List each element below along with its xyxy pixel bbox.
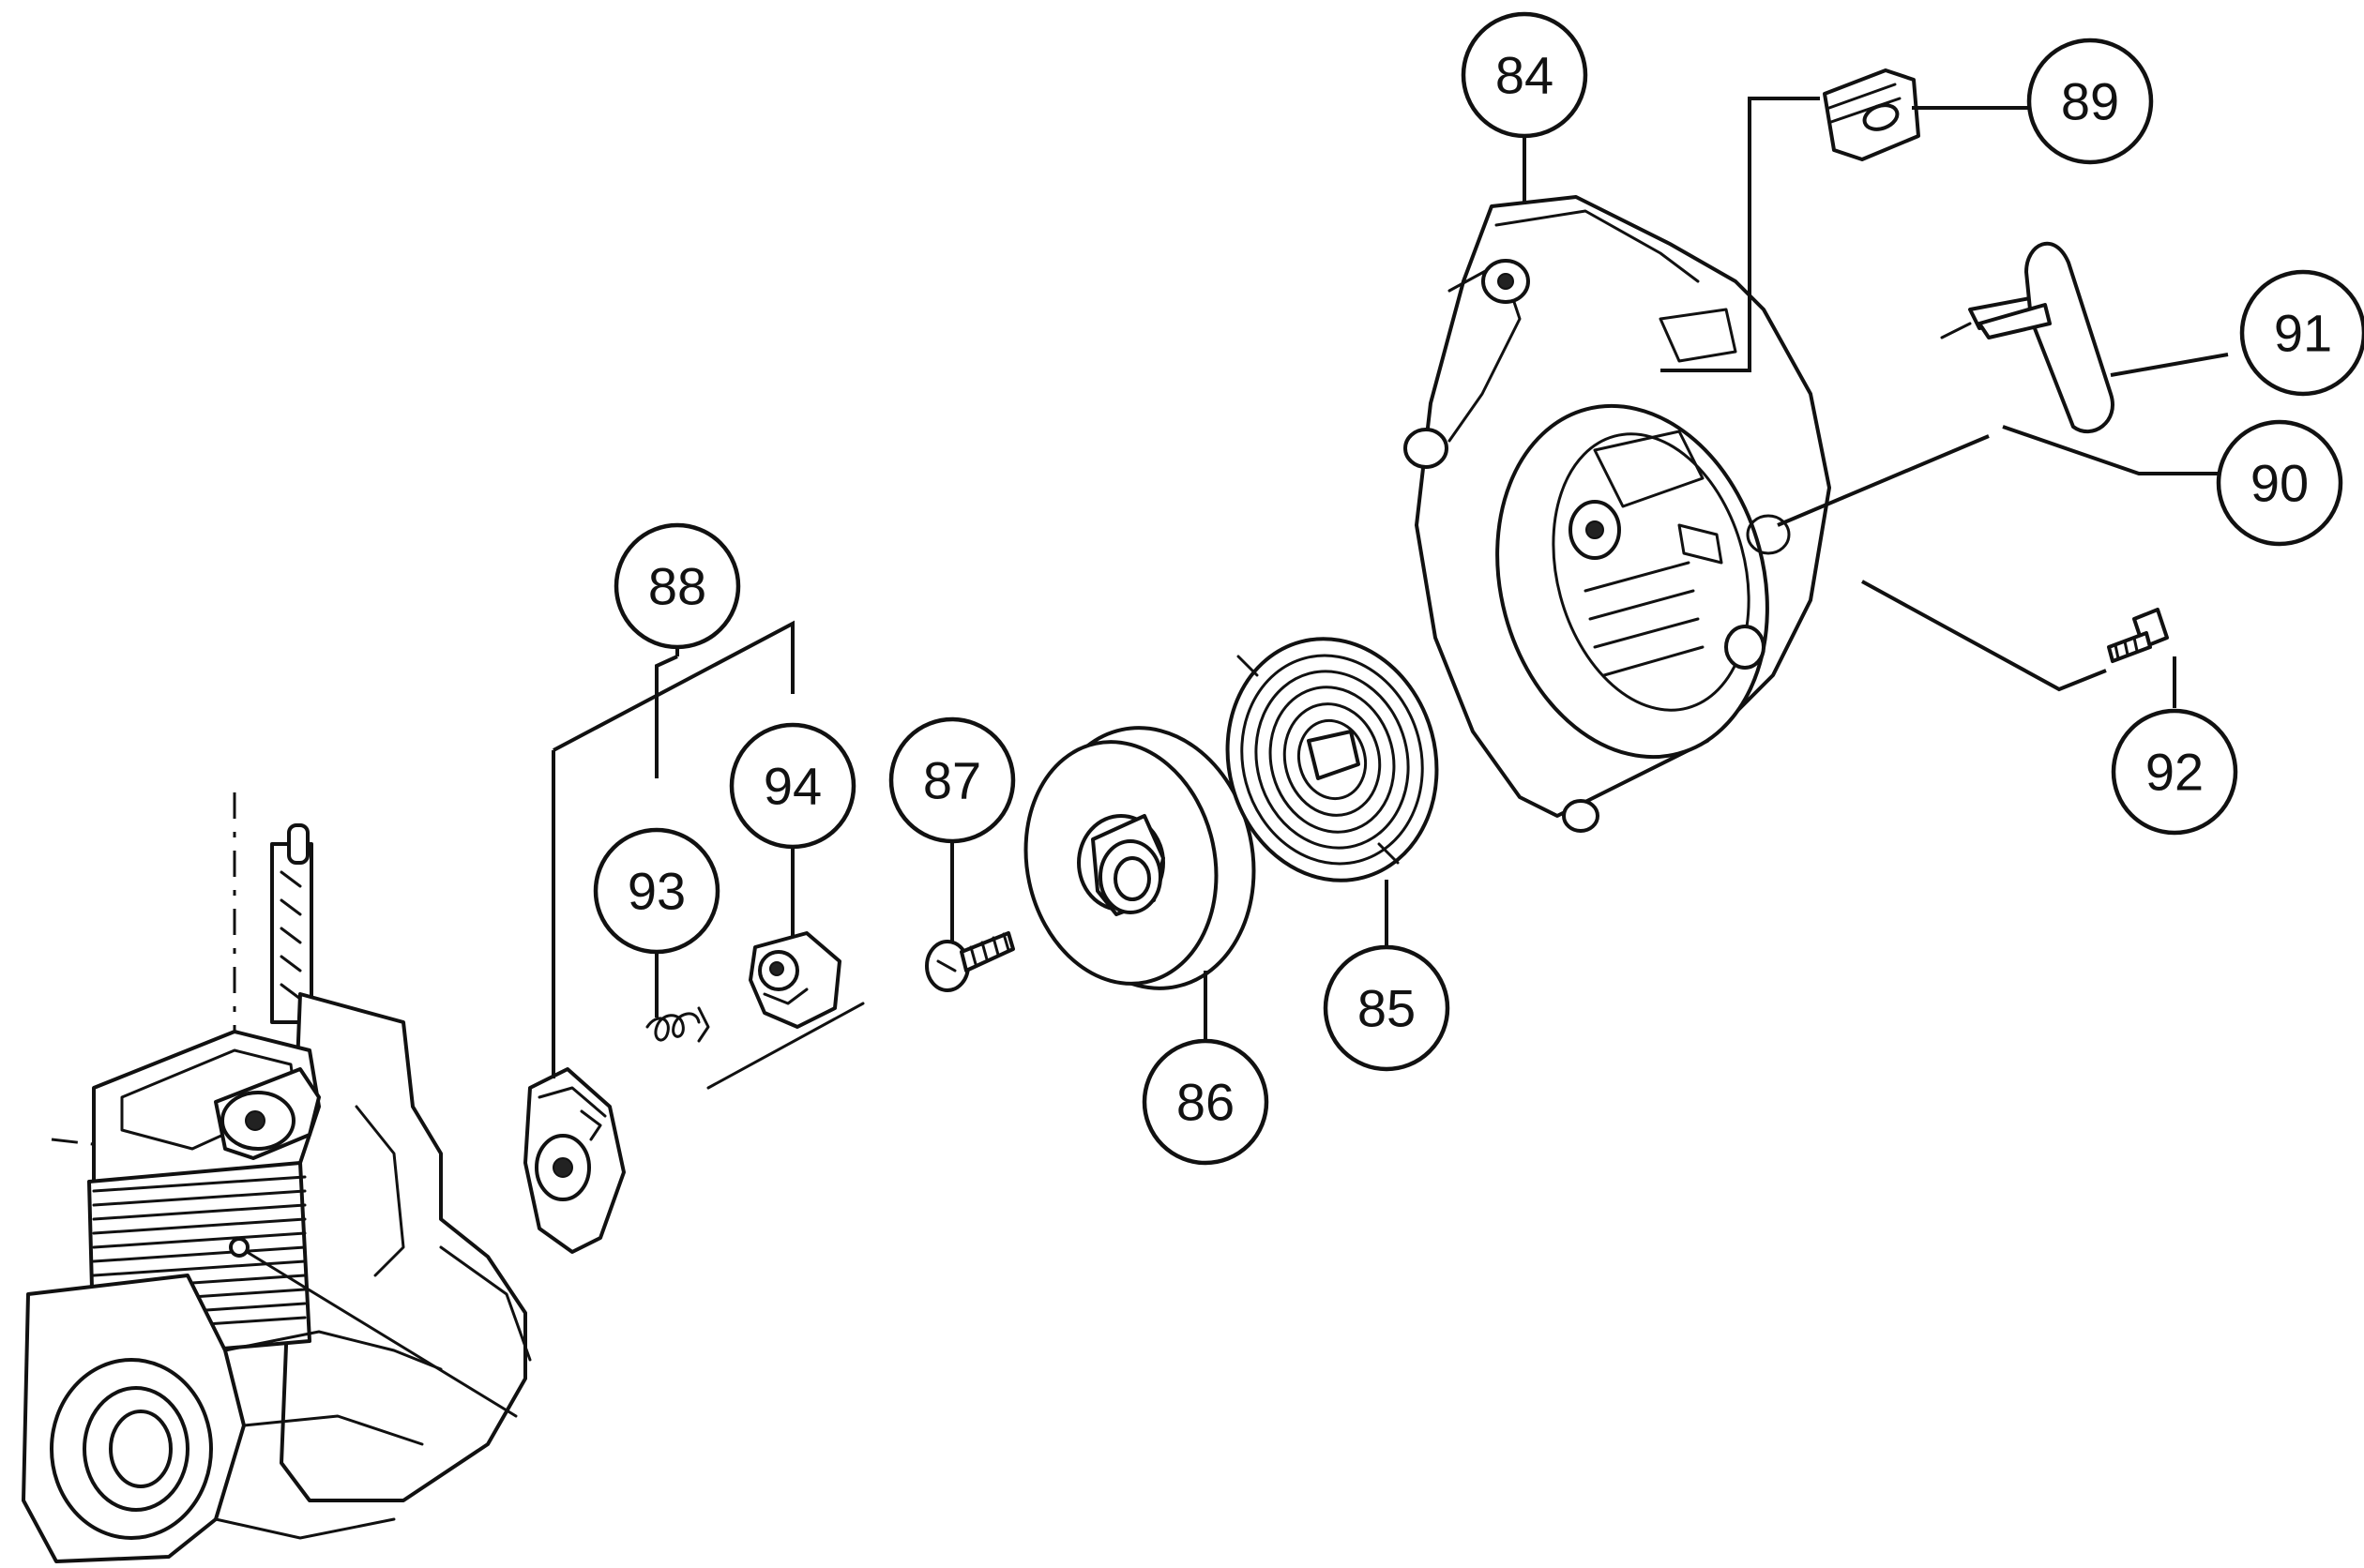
- pawl-part: [749, 931, 841, 1029]
- callout-label-88: 88: [648, 557, 706, 616]
- callout-89: 89: [2026, 38, 2154, 165]
- recoil-spring-part: [1225, 637, 1439, 882]
- leader-lines: [552, 97, 2229, 1078]
- callout-label-84: 84: [1495, 46, 1553, 105]
- callout-84: 84: [1461, 11, 1588, 139]
- callout-label-94: 94: [764, 757, 822, 816]
- callout-label-89: 89: [2061, 72, 2119, 131]
- engine-block: [22, 792, 532, 1563]
- callout-86: 86: [1142, 1038, 1269, 1166]
- group-baseline: [706, 1002, 865, 1090]
- callout-label-85: 85: [1357, 979, 1416, 1038]
- callout-label-86: 86: [1176, 1073, 1235, 1132]
- reel-pulley-part: [1023, 726, 1256, 990]
- callout-94: 94: [729, 722, 856, 850]
- callout-label-92: 92: [2145, 743, 2204, 802]
- spring-part: [645, 1006, 710, 1043]
- callout-label-93: 93: [628, 862, 686, 921]
- starter-handle-part: [1940, 241, 2114, 433]
- callout-87: 87: [888, 716, 1016, 844]
- screw-part: [925, 931, 1015, 992]
- callout-91: 91: [2239, 269, 2364, 397]
- callout-85: 85: [1323, 944, 1450, 1072]
- callout-92: 92: [2111, 708, 2238, 836]
- callout-93: 93: [593, 827, 720, 955]
- callout-label-90: 90: [2250, 454, 2309, 513]
- callout-label-87: 87: [923, 751, 981, 810]
- grommet-part: [1823, 68, 1920, 161]
- callout-88: 88: [614, 522, 741, 650]
- pawl-plate-part: [523, 1067, 626, 1254]
- callout-90: 90: [2216, 419, 2343, 547]
- starter-housing-part: [1403, 195, 1831, 833]
- bolt-part: [2107, 608, 2169, 663]
- callout-label-91: 91: [2274, 304, 2332, 363]
